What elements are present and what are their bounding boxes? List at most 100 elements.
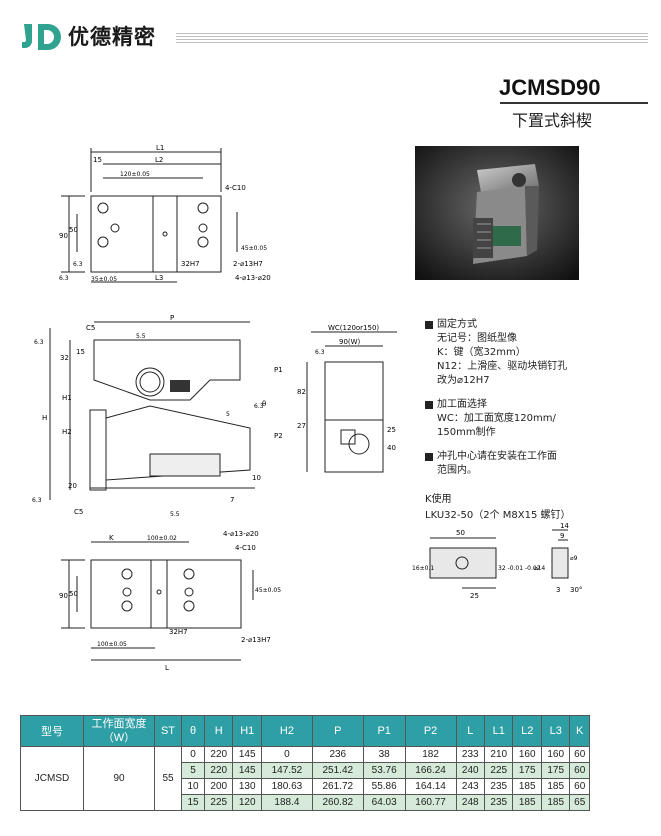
dim-15: 15 [93,156,102,164]
th-st: ST [154,715,182,747]
th-width: 工作面宽度 （W） [83,715,155,747]
dim-hole2: 2-⌀13H7 [233,260,263,268]
th-P: P [311,715,364,747]
dim-hole4b: 4-⌀13-⌀20 [223,530,259,538]
bottom-view-drawing: K 100±0.02 4-⌀13-⌀20 4-C10 90 50 45±0.05… [59,530,281,670]
dim-55b: 5.5 [170,511,180,518]
dim-c5b: C5 [74,508,83,516]
dim-hole4: 4-⌀13-⌀20 [235,274,271,282]
key-32: 32 -0.01 -0.02 [498,565,541,572]
th-P2: P2 [404,715,457,747]
th-model: 型号 [20,715,84,747]
dim-25: 25 [387,426,396,434]
cell-st: 55 [154,746,182,811]
dim-L2: L2 [155,156,163,164]
top-view-drawing: L1 L2 15 120±0.05 4-C10 90 50 45±0.05 32… [59,144,271,283]
th-L2: L2 [512,715,542,747]
product-model: JCMSD90 [499,75,601,100]
note-punch: 冲孔中心请在安装在工作面 范围内。 [425,450,625,478]
rough-63b: 6.3 [59,275,69,282]
dim-H1: H1 [62,394,72,402]
th-theta: θ [181,715,205,747]
dim-c10: 4-C10 [225,184,246,192]
rough-e: 6.3 [315,349,325,356]
dim-82: 82 [297,388,306,396]
dim-wc: WC(120or150) [328,324,379,332]
dim-c10b: 4-C10 [235,544,256,552]
key-phi9: ⌀9 [570,555,578,562]
company-logo [22,24,61,50]
dim-32h7b: 32H7 [169,628,188,636]
dim-c5: C5 [86,324,95,332]
key-16: 16±0.1 [412,565,434,572]
dim-7: 7 [230,496,234,504]
dim-L1: L1 [156,144,164,152]
dim-P2: P2 [274,432,283,440]
dim-5: 5 [226,411,230,418]
key-14: 14 [560,522,569,530]
dim-100: 100±0.02 [147,535,177,542]
dim-20: 20 [68,482,77,490]
dim-P: P [170,314,174,322]
rough-b: 6.3 [254,403,264,410]
bullet-square-icon [425,453,433,461]
dim-120: 120±0.05 [120,171,150,178]
th-L3: L3 [540,715,571,747]
key-30: 30° [570,586,582,594]
th-L1: L1 [483,715,514,747]
header-rule [176,33,648,44]
rough-a: 6.3 [34,339,44,346]
end-view-drawing: WC(120or150) 90(W) 82 27 25 40 6.3 [297,324,397,473]
dim-50: 50 [69,226,78,234]
bullet-square-icon [425,321,433,329]
key-3: 3 [556,586,560,594]
dim-100b: 100±0.05 [97,641,127,648]
dim-55: 5.5 [136,333,146,340]
dim-27: 27 [297,422,306,430]
dim-H: H [42,414,47,422]
th-H1: H1 [232,715,262,747]
dim-90b: 90 [59,592,68,600]
dim-L3: L3 [155,274,163,282]
rough-63: 6.3 [73,261,83,268]
table-header-row: 型号 工作面宽度 （W） ST θ H H1 H2 P P1 P2 L L1 L… [20,715,590,747]
dim-40: 40 [387,444,396,452]
product-photo [415,146,579,280]
dim-35: 35±0.05 [91,276,117,283]
dim-50b: 50 [69,590,78,598]
dim-H2: H2 [62,428,72,436]
th-K: K [569,715,590,747]
k-use-label: K使用 [425,494,452,505]
product-subtitle: 下置式斜楔 [512,111,593,130]
note-fixing: 固定方式 无记号：图纸型像 K：键（宽32mm） N12：上滑座、驱动块销钉孔 … [425,318,625,388]
key-9: 9 [560,532,564,540]
brand-name: 优德精密 [68,25,156,49]
table-row: 15 225 120 188.4 260.82 64.03 160.77 248… [21,794,590,811]
dim-K: K [109,534,114,542]
rough-c: 6.3 [32,497,42,504]
dim-theta: θ [262,400,266,408]
th-P1: P1 [362,715,406,747]
th-L: L [455,715,486,747]
bullet-square-icon [425,401,433,409]
key-phi14: ⌀14 [534,565,545,572]
dim-45b: 45±0.05 [255,587,281,594]
dim-L: L [165,664,169,670]
note-surface: 加工面选择 WC：加工面宽度120mm/ 150mm制作 [425,398,625,440]
dim-32: 32 [60,354,69,362]
key-drawing: 50 25 16±0.1 32 -0.01 -0.02 14 9 ⌀9 ⌀14 … [412,522,582,600]
key-25: 25 [470,592,479,600]
table-row: JCMSD 90 55 0 220 145 0 236 38 182 233 2… [20,746,590,811]
cell-width: 90 [83,746,155,811]
th-H: H [203,715,234,747]
dim-90: 90 [59,232,68,240]
side-view-drawing: P C5 5.5 32 15 H H1 H2 20 C5 5.5 7 10 θ … [32,314,283,518]
dim-P1: P1 [274,366,283,374]
dim-15s: 15 [76,348,85,356]
table-row: 5 220 145 147.52 251.42 53.76 166.24 240… [21,762,590,779]
k-model-label: LKU32-50（2个 M8X15 螺钉） [425,510,571,521]
dim-10: 10 [252,474,261,482]
model-underline [500,102,648,104]
th-H2: H2 [260,715,313,747]
cell-model: JCMSD [20,746,84,811]
